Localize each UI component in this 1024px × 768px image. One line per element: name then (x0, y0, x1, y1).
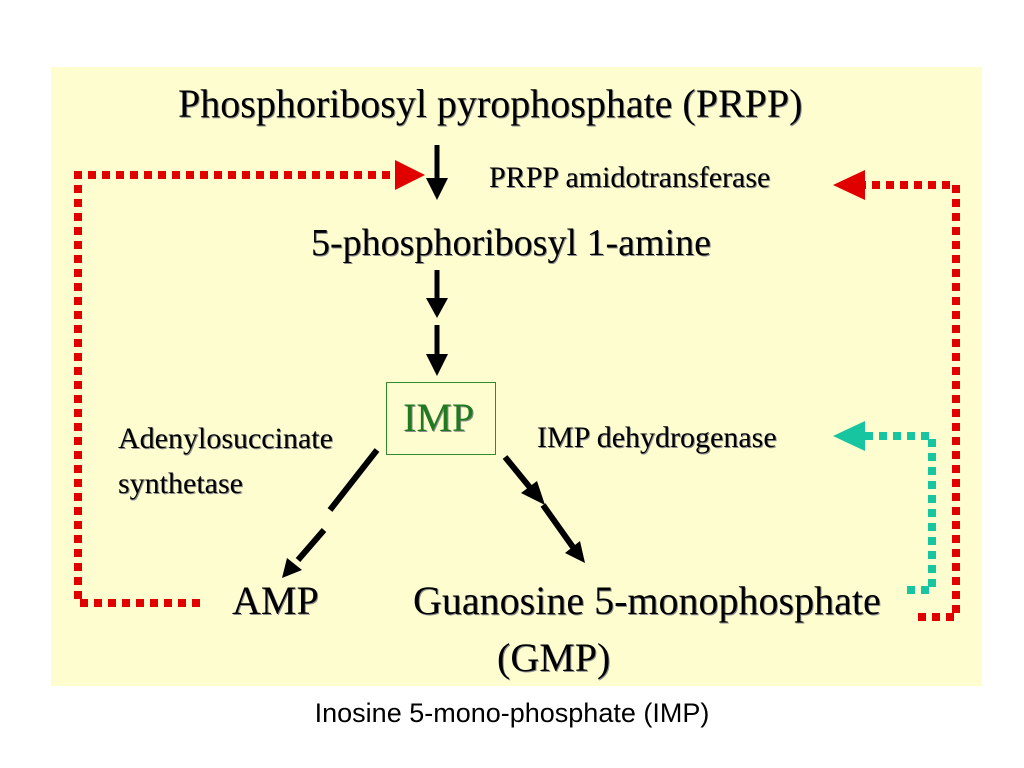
enzyme-adenylosuccinate-label-line1: Adenylosuccinate (118, 422, 333, 455)
enzyme-amidotransferase-label: PRPP amidotransferase (489, 161, 771, 194)
product-amp-label: AMP (232, 578, 319, 623)
enzyme-dehydrogenase-label: IMP dehydrogenase (537, 421, 777, 454)
feedback-gmp-inhibition-dehydrogenase (833, 421, 936, 594)
diagram-panel (51, 67, 982, 686)
arrow-prpp-to-amine (426, 145, 448, 200)
feedback-gmp-inhibition-amidotransferase (833, 170, 960, 621)
intermediate-label: 5-phosphoribosyl 1-amine (311, 222, 712, 264)
imp-box (386, 382, 496, 455)
imp-label: IMP (403, 395, 475, 440)
arrow-imp-to-gmp (502, 455, 585, 563)
slide-caption: Inosine 5-mono-phosphate (IMP) (314, 698, 710, 728)
feedback-amp-inhibition (74, 160, 425, 607)
arrow-imp-to-amp (282, 448, 380, 578)
product-gmp-label: (GMP) (497, 635, 611, 680)
enzyme-adenylosuccinate-label-line2: synthetase (118, 467, 243, 500)
substrate-label: Phosphoribosyl pyrophosphate (PRPP) (178, 81, 803, 126)
arrow-amine-to-imp (426, 270, 448, 376)
product-guanosine-label: Guanosine 5-monophosphate (413, 578, 881, 623)
